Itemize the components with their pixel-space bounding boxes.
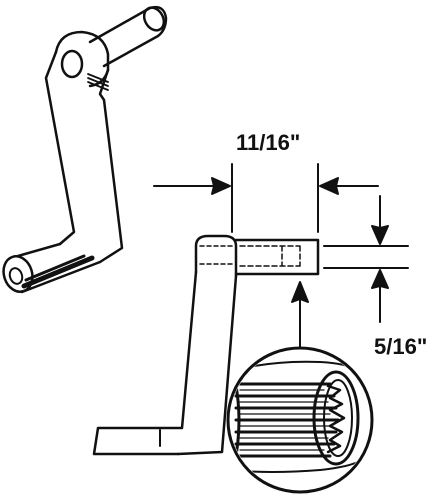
shaft-top: [88, 5, 168, 68]
socket-opening: [312, 370, 360, 466]
arm-top-boss: [54, 30, 110, 88]
profile-shaft: [234, 238, 320, 276]
arm-boss-hole: [60, 49, 84, 79]
arrow-left-head: [211, 177, 231, 195]
arm-grip-lines: [87, 73, 109, 91]
handle-bottom-edge: [20, 260, 102, 294]
handle-top-edge: [16, 242, 62, 258]
spline-ribs: [230, 382, 340, 458]
profile-arm-left: [92, 270, 198, 456]
length-dimension-label: 11/16": [236, 130, 301, 155]
handle-end-cap: [2, 255, 34, 293]
handle-shading-1: [21, 255, 95, 289]
diameter-dimension: [323, 195, 409, 323]
diameter-dimension-label: 5/16": [374, 334, 428, 359]
arm-right-edge: [98, 68, 124, 264]
profile-arm-right: [176, 274, 238, 456]
socket-opening-inner: [323, 379, 353, 457]
length-dimension: [153, 163, 379, 233]
handle-shading-2: [24, 254, 86, 282]
shaft-end-cap: [142, 6, 166, 32]
arm-left-edge: [44, 50, 76, 246]
profile-shaft-dashes: [239, 245, 301, 267]
pointer-head: [291, 281, 309, 303]
profile-boss: [194, 234, 238, 278]
socket-teeth: [326, 384, 346, 454]
crank-handle-side-profile: [92, 234, 320, 456]
spline-ribs-thin: [239, 389, 331, 451]
arrow-up-head: [371, 269, 389, 289]
detail-circle: [226, 346, 374, 494]
detail-pointer-arrow: [291, 281, 309, 349]
arrow-down-head: [371, 225, 389, 245]
arrow-right-head: [319, 177, 339, 195]
handle-end-inner: [8, 267, 24, 285]
profile-boss-dashes: [199, 245, 233, 265]
splined-socket-detail: [226, 346, 374, 494]
crank-handle-perspective: [2, 5, 168, 294]
